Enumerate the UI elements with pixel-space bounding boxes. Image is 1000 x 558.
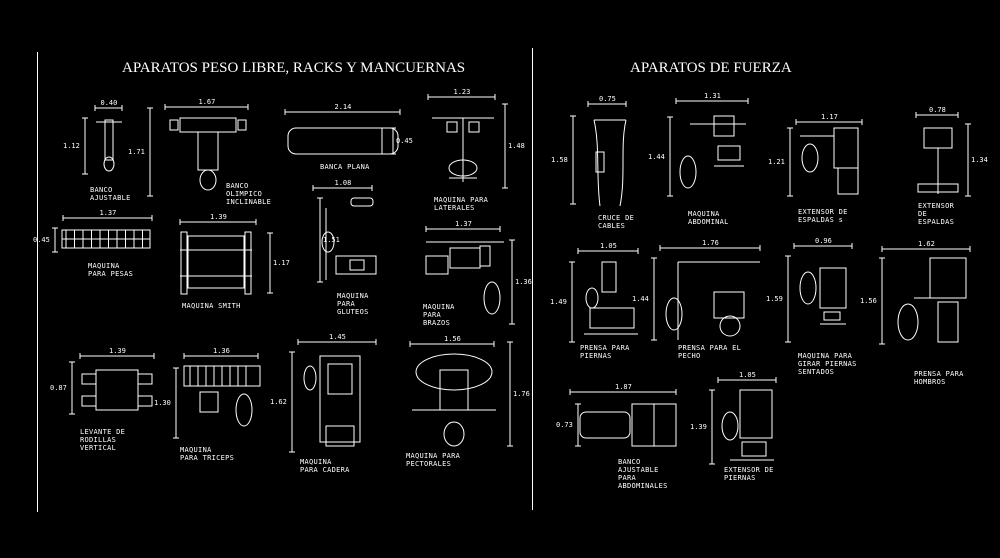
dimension-width: 1.39 xyxy=(109,347,126,355)
dimension-height: 1.44 xyxy=(648,152,665,161)
left-border-line xyxy=(37,52,38,512)
equipment-label: CRUCE DE CABLES xyxy=(598,214,635,230)
equipment-extensor-piernas xyxy=(709,377,777,465)
dimension-height: 1.49 xyxy=(550,298,567,306)
dimension-width: 1.87 xyxy=(615,383,632,391)
equipment-label: EXTENSOR DE PIERNAS xyxy=(724,466,774,482)
equipment-maquina-cadera xyxy=(289,339,377,453)
equipment-prensa-pecho xyxy=(651,245,761,341)
equipment-levante-rodillas xyxy=(69,353,155,415)
dimension-width: 2.14 xyxy=(334,103,352,111)
equipment-maquina-brazos xyxy=(425,226,515,325)
dimension-width: 1.36 xyxy=(213,347,230,355)
dimension-width: 1.76 xyxy=(702,239,719,247)
equipment-banco-olimpico xyxy=(147,104,249,197)
equipment-label: LEVANTE DE RODILLAS VERTICAL xyxy=(80,428,126,452)
equipment-label: MAQUINA PARA CADERA xyxy=(300,458,350,474)
dimension-height: 0.73 xyxy=(556,421,573,429)
dimension-width: 0.78 xyxy=(929,106,946,114)
equipment-label: MAQUINA PARA PESAS xyxy=(88,262,134,278)
dimension-height: 1.12 xyxy=(63,142,80,150)
dimension-height: 1.34 xyxy=(971,156,988,164)
dimension-height: 1.51 xyxy=(323,236,340,244)
dimension-height: 1.71 xyxy=(128,148,145,156)
equipment-maquina-triceps xyxy=(173,353,261,439)
dimension-width: 1.31 xyxy=(704,92,721,100)
dimension-height: 1.59 xyxy=(766,295,783,303)
dimension-width: 1.05 xyxy=(739,371,756,379)
dimension-width: 1.05 xyxy=(600,242,617,250)
equipment-maquina-laterales xyxy=(427,94,508,189)
equipment-label: EXTENSOR DE ESPALDAS xyxy=(918,202,955,226)
equipment-maquina-pesas xyxy=(52,215,153,253)
equipment-label: MAQUINA PARA LATERALES xyxy=(434,196,489,212)
dimension-height: 1.17 xyxy=(273,259,290,267)
equipment-maquina-abdominal xyxy=(667,98,749,197)
dimension-width: 1.23 xyxy=(453,88,471,96)
equipment-prensa-piernas xyxy=(569,248,639,343)
dimension-width: 1.17 xyxy=(821,113,838,121)
equipment-extensor-espaldas xyxy=(915,112,971,197)
equipment-banco-abdominales xyxy=(569,389,677,447)
dimension-height: 1.30 xyxy=(154,399,171,407)
title-peso-libre: APARATOS PESO LIBRE, RACKS Y MANCUERNAS xyxy=(122,60,466,76)
dimension-height: 1.44 xyxy=(632,295,649,303)
dimension-width: 0.40 xyxy=(100,99,118,107)
dimension-height: 1.58 xyxy=(551,156,568,164)
dimension-width: 1.37 xyxy=(455,220,472,228)
equipment-label: BANCO OLIMPICO INCLINABLE xyxy=(226,182,272,206)
dimension-height: 1.36 xyxy=(515,278,532,286)
dimension-width: 1.37 xyxy=(99,209,117,217)
dimension-width: 1.08 xyxy=(334,179,352,187)
equipment-label: PRENSA PARA PIERNAS xyxy=(580,344,630,360)
dimension-height: 1.39 xyxy=(690,423,707,431)
equipment-cruce-cables xyxy=(570,101,627,207)
dimension-width: 0.75 xyxy=(599,95,616,103)
dimension-width: 1.45 xyxy=(329,333,346,341)
section-divider-line xyxy=(532,48,533,510)
dimension-height: 0.45 xyxy=(33,236,50,244)
equipment-label: MAQUINA PARA GLUTEOS xyxy=(337,292,369,316)
dimension-width: 1.56 xyxy=(444,335,461,343)
dimension-height: 1.56 xyxy=(860,297,877,305)
equipment-label: BANCO AJUSTABLE xyxy=(90,186,131,202)
equipment-label: PRENSA PARA HOMBROS xyxy=(914,370,964,386)
equipment-prensa-hombros xyxy=(879,246,971,345)
dimension-height: 1.21 xyxy=(768,158,785,166)
equipment-label: MAQUINA PARA GIRAR PIERNAS SENTADOS xyxy=(798,352,857,376)
dimension-width: 1.67 xyxy=(198,98,216,106)
equipment-label: BANCA PLANA xyxy=(320,163,370,171)
title-aparatos-fuerza: APARATOS DE FUERZA xyxy=(630,60,792,76)
equipment-label: MAQUINA ABDOMINAL xyxy=(688,210,729,226)
equipment-maquina-gluteos xyxy=(312,185,377,283)
dimension-width: 1.39 xyxy=(210,213,227,221)
equipment-extensor-espaldas-s xyxy=(787,119,863,197)
equipment-label: BANCO AJUSTABLE PARA ABDOMINALES xyxy=(618,458,668,490)
equipment-label: MAQUINA SMITH xyxy=(182,302,241,310)
dimension-height: 1.76 xyxy=(513,390,530,398)
equipment-banca-plana xyxy=(284,109,401,155)
dimension-width: 1.62 xyxy=(918,240,935,248)
equipment-label: MAQUINA PARA PECTORALES xyxy=(406,452,461,468)
dimension-height: 1.48 xyxy=(508,142,525,150)
equipment-maquina-smith xyxy=(179,219,273,295)
equipment-label: MAQUINA PARA TRICEPS xyxy=(180,446,235,462)
dimension-height: 0.87 xyxy=(50,384,67,392)
equipment-label: EXTENSOR DE ESPALDAS s xyxy=(798,208,848,224)
equipment-maquina-pectorales xyxy=(409,341,513,447)
equipment-banco-ajustable xyxy=(82,105,123,175)
equipment-girar-piernas xyxy=(785,243,853,343)
dimension-height: 1.62 xyxy=(270,398,287,406)
equipment-label: MAQUINA PARA BRAZOS xyxy=(423,303,455,327)
dimension-height: 0.45 xyxy=(396,137,413,145)
equipment-label: PRENSA PARA EL PECHO xyxy=(678,344,742,360)
dimension-width: 0.96 xyxy=(815,237,832,245)
